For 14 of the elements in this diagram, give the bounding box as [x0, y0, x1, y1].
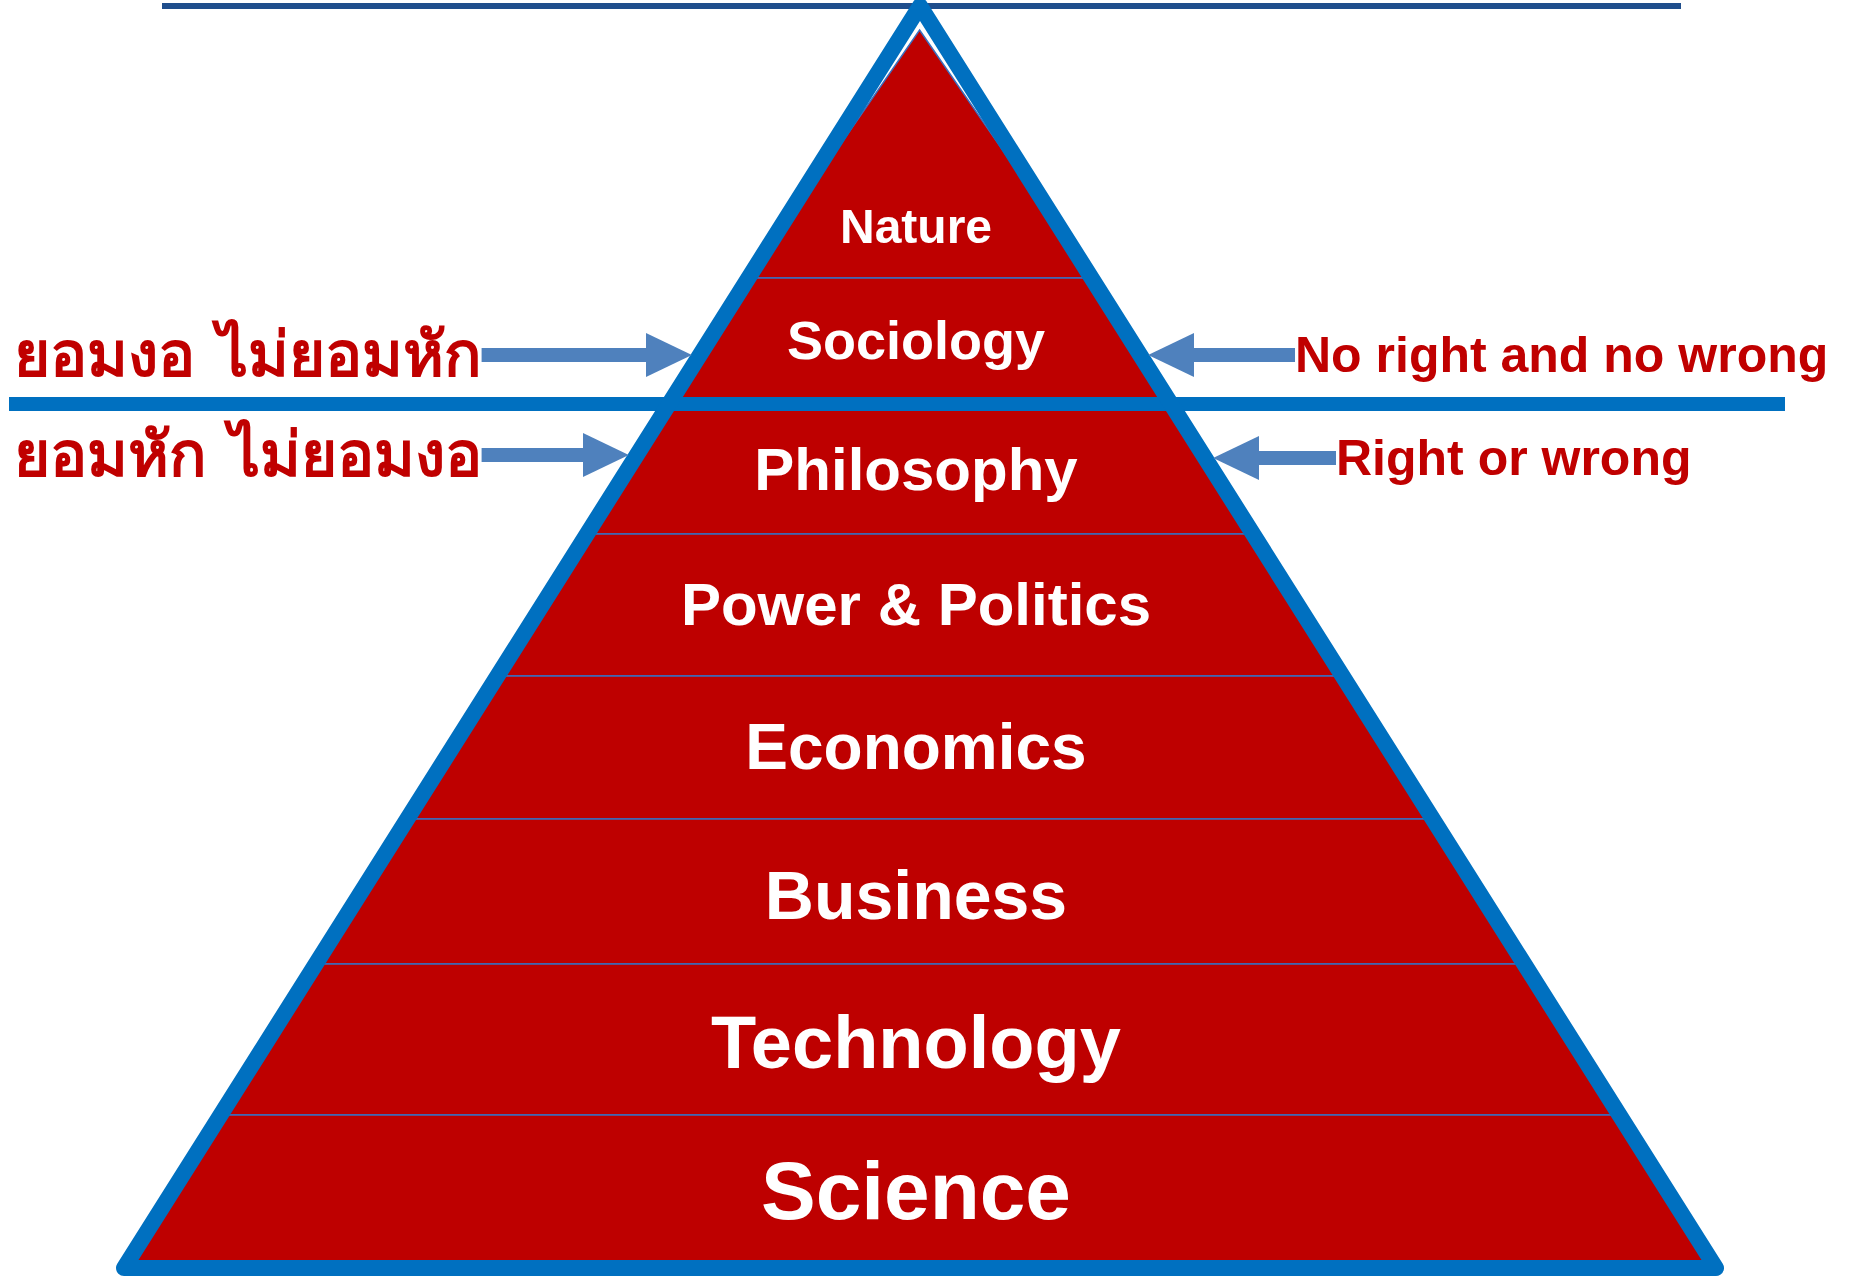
- layer-label: Philosophy: [754, 440, 1078, 500]
- layer-label: Science: [761, 1150, 1071, 1232]
- arrow: [1148, 333, 1295, 377]
- arrow: [481, 433, 629, 477]
- arrow: [481, 333, 692, 377]
- layer-label: Business: [764, 861, 1068, 929]
- arrow: [1213, 436, 1336, 480]
- layer-label: Economics: [745, 715, 1087, 779]
- side-label: ยอมหัก ไม่ยอมงอ: [14, 417, 482, 493]
- layer-label: Power & Politics: [680, 575, 1152, 635]
- side-label: Right or wrong: [1336, 428, 1692, 488]
- layer-label: Nature: [839, 203, 992, 251]
- side-label: No right and no wrong: [1295, 325, 1829, 385]
- side-label: ยอมงอ ไม่ยอมหัก: [14, 317, 482, 393]
